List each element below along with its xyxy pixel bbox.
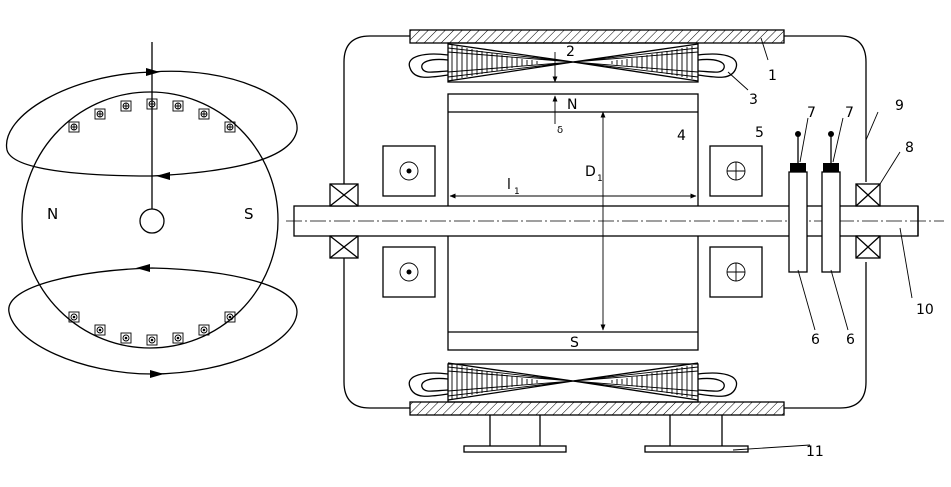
rotor-pole-n: N [567, 97, 577, 113]
upper-flux-loop [5, 70, 298, 177]
dot-in-square-icon [94, 324, 106, 336]
callout-7b: 7 [845, 105, 854, 121]
dot-in-circle-icon [399, 161, 419, 181]
brush-2 [823, 163, 839, 172]
cross-in-square-icon [198, 108, 210, 120]
brush-1 [790, 163, 806, 172]
callout-5: 5 [755, 125, 764, 141]
cross-in-square-icon [224, 121, 236, 133]
stator-yoke-top [409, 29, 785, 44]
dimension-air-gap: δ [552, 52, 563, 136]
dimension-l1: l 1 [449, 177, 697, 199]
dim-l1-subscript: 1 [514, 187, 520, 197]
pole-label-n: N [47, 205, 58, 223]
dim-l1-label: l [507, 177, 511, 193]
callout-2: 2 [566, 44, 575, 60]
field-coil-left-top [382, 145, 436, 197]
bearing-left-top [329, 183, 359, 207]
flux-arrow-icon [150, 370, 164, 378]
cross-in-square-icon [68, 121, 80, 133]
bearing-right-top [855, 183, 881, 207]
cross-in-square-icon [120, 100, 132, 112]
callout-leaders [727, 37, 913, 451]
rotor-shaft-circle [139, 208, 165, 234]
upper-slot-conductors [68, 98, 236, 133]
dot-in-circle-icon [399, 262, 419, 282]
callout-9: 9 [895, 98, 904, 114]
field-coil-right-bottom [709, 246, 763, 298]
dimension-d1: D 1 [585, 111, 606, 331]
rotor-pole-s: S [570, 335, 579, 351]
mounting-feet [463, 415, 749, 453]
dim-d1-label: D [585, 164, 596, 180]
flux-arrow-icon [156, 172, 170, 180]
longitudinal-view: D 1 l 1 δ N S 2 [286, 29, 944, 460]
dot-in-square-icon [224, 311, 236, 323]
dim-d1-subscript: 1 [597, 174, 603, 184]
bearing-left-bottom [329, 235, 359, 259]
callout-1: 1 [768, 68, 777, 84]
cross-in-square-icon [94, 108, 106, 120]
bearing-right-bottom [855, 235, 881, 259]
cross-section-view: N S [5, 42, 298, 378]
callout-3: 3 [749, 92, 758, 108]
callout-10: 10 [916, 302, 934, 318]
flux-arrow-icon [146, 68, 160, 76]
housing-frame-left-top [343, 35, 410, 188]
slip-ring-1 [788, 131, 808, 273]
cross-in-square-icon [172, 100, 184, 112]
flux-arrow-icon [136, 264, 150, 272]
callout-8: 8 [905, 140, 914, 156]
callout-6a: 6 [811, 332, 820, 348]
cross-in-square-icon [146, 98, 158, 110]
stator-core-top [408, 42, 738, 83]
stator-yoke-bottom [409, 401, 785, 416]
dot-in-square-icon [68, 311, 80, 323]
stator-circle [21, 91, 279, 349]
dim-gap-label: δ [557, 125, 563, 136]
housing-frame-right-bottom [784, 262, 867, 409]
field-coil-right-top [709, 145, 763, 197]
housing-frame-left-bottom [343, 258, 410, 409]
callout-6b: 6 [846, 332, 855, 348]
housing-frame-right-top [784, 35, 867, 182]
stator-core-bottom [408, 362, 738, 403]
slip-ring-2 [821, 131, 841, 273]
field-coil-left-bottom [382, 246, 436, 298]
lower-flux-loop [8, 267, 298, 375]
callout-7a: 7 [807, 105, 816, 121]
shaft [286, 205, 944, 237]
dot-in-square-icon [146, 334, 158, 346]
lower-slot-conductors [68, 311, 236, 346]
dot-in-square-icon [120, 332, 132, 344]
dot-in-square-icon [198, 324, 210, 336]
callout-11: 11 [806, 444, 824, 460]
pole-label-s: S [244, 205, 254, 223]
dot-in-square-icon [172, 332, 184, 344]
callout-4: 4 [677, 128, 686, 144]
